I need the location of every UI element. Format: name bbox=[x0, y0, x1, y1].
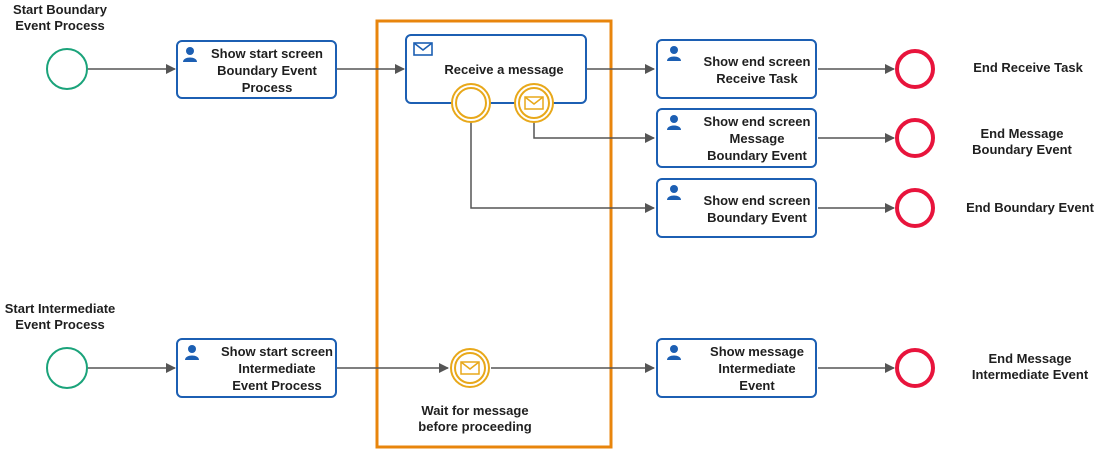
task-line: Show start screen bbox=[221, 344, 333, 359]
end-event-boundary[interactable] bbox=[895, 188, 935, 228]
flow-message-boundary bbox=[533, 122, 655, 143]
end-event-boundary-label: End Boundary Event bbox=[962, 200, 1098, 216]
highlight-box bbox=[375, 19, 613, 449]
task-line: Receive a message bbox=[444, 62, 564, 77]
task-label: Receive a message bbox=[427, 61, 581, 78]
task-line: Message bbox=[729, 131, 785, 146]
envelope-icon bbox=[413, 42, 433, 56]
task-line: Event Process bbox=[232, 378, 322, 393]
task-line: Intermediate bbox=[718, 361, 796, 376]
task-show-start-screen-boundary[interactable]: Show start screen Boundary Event Process bbox=[176, 40, 337, 99]
start-event-intermediate[interactable] bbox=[46, 347, 88, 389]
task-receive-message[interactable]: Receive a message bbox=[405, 34, 587, 104]
flow-boundary bbox=[470, 122, 655, 213]
user-icon bbox=[183, 47, 197, 62]
user-icon bbox=[667, 345, 681, 360]
end-event-message-boundary-label: End Message Boundary Event bbox=[958, 126, 1086, 158]
intermediate-event-label: Wait for message before proceeding bbox=[395, 403, 555, 435]
task-label: Show start screen Intermediate Event Pro… bbox=[202, 343, 352, 394]
user-icon bbox=[667, 185, 681, 200]
user-icon bbox=[667, 46, 681, 61]
start-event-intermediate-label: Start Intermediate Event Process bbox=[0, 301, 120, 333]
task-line: Show end screen bbox=[703, 114, 811, 129]
start-event-boundary-label: Start Boundary Event Process bbox=[0, 2, 120, 34]
user-icon bbox=[667, 115, 681, 130]
task-show-end-screen-message-boundary[interactable]: Show end screen Message Boundary Event bbox=[656, 108, 817, 168]
user-icon bbox=[185, 345, 199, 360]
task-line: Intermediate bbox=[238, 361, 316, 376]
task-show-end-screen-boundary[interactable]: Show end screen Boundary Event bbox=[656, 178, 817, 238]
end-event-receive-task-label: End Receive Task bbox=[958, 60, 1098, 76]
boundary-event-timer[interactable] bbox=[451, 83, 491, 123]
task-label: Show end screen Message Boundary Event bbox=[682, 113, 832, 164]
label-line: Start Intermediate bbox=[4, 301, 116, 316]
task-show-message-intermediate[interactable]: Show message Intermediate Event bbox=[656, 338, 817, 398]
task-label: Show end screen Receive Task bbox=[682, 53, 832, 87]
boundary-event-message[interactable] bbox=[514, 83, 554, 123]
label-line: Boundary Event bbox=[972, 142, 1072, 157]
task-label: Show end screen Boundary Event bbox=[682, 192, 832, 226]
label-line: before proceeding bbox=[418, 419, 532, 434]
task-line: Process bbox=[241, 80, 293, 95]
end-event-message-intermediate[interactable] bbox=[895, 348, 935, 388]
task-label: Show message Intermediate Event bbox=[682, 343, 832, 394]
task-line: Show start screen bbox=[211, 46, 323, 61]
end-event-message-boundary[interactable] bbox=[895, 118, 935, 158]
label-line: Event Process bbox=[15, 18, 105, 33]
envelope-icon bbox=[460, 361, 480, 375]
label-line: End Message bbox=[988, 351, 1072, 366]
task-show-end-screen-receive[interactable]: Show end screen Receive Task bbox=[656, 39, 817, 99]
task-line: Receive Task bbox=[716, 71, 798, 86]
task-line: Show message bbox=[710, 344, 804, 359]
start-event-boundary[interactable] bbox=[46, 48, 88, 90]
task-line: Event bbox=[739, 378, 775, 393]
label-line: End Receive Task bbox=[973, 60, 1083, 75]
label-line: End Message bbox=[980, 126, 1064, 141]
label-line: End Boundary Event bbox=[966, 200, 1094, 215]
task-line: Show end screen bbox=[703, 193, 811, 208]
label-line: Intermediate Event bbox=[971, 367, 1089, 382]
task-line: Boundary Event bbox=[707, 148, 807, 163]
intermediate-event-message[interactable] bbox=[450, 348, 490, 388]
end-event-message-intermediate-label: End Message Intermediate Event bbox=[966, 351, 1094, 383]
task-line: Boundary Event bbox=[707, 210, 807, 225]
task-line: Show end screen bbox=[703, 54, 811, 69]
label-line: Wait for message bbox=[421, 403, 529, 418]
task-label: Show start screen Boundary Event Process bbox=[200, 45, 334, 96]
task-show-start-screen-intermediate[interactable]: Show start screen Intermediate Event Pro… bbox=[176, 338, 337, 398]
label-line: Event Process bbox=[15, 317, 105, 332]
task-line: Boundary Event bbox=[217, 63, 317, 78]
end-event-receive-task[interactable] bbox=[895, 49, 935, 89]
label-line: Start Boundary bbox=[13, 2, 107, 17]
envelope-icon bbox=[524, 96, 544, 110]
